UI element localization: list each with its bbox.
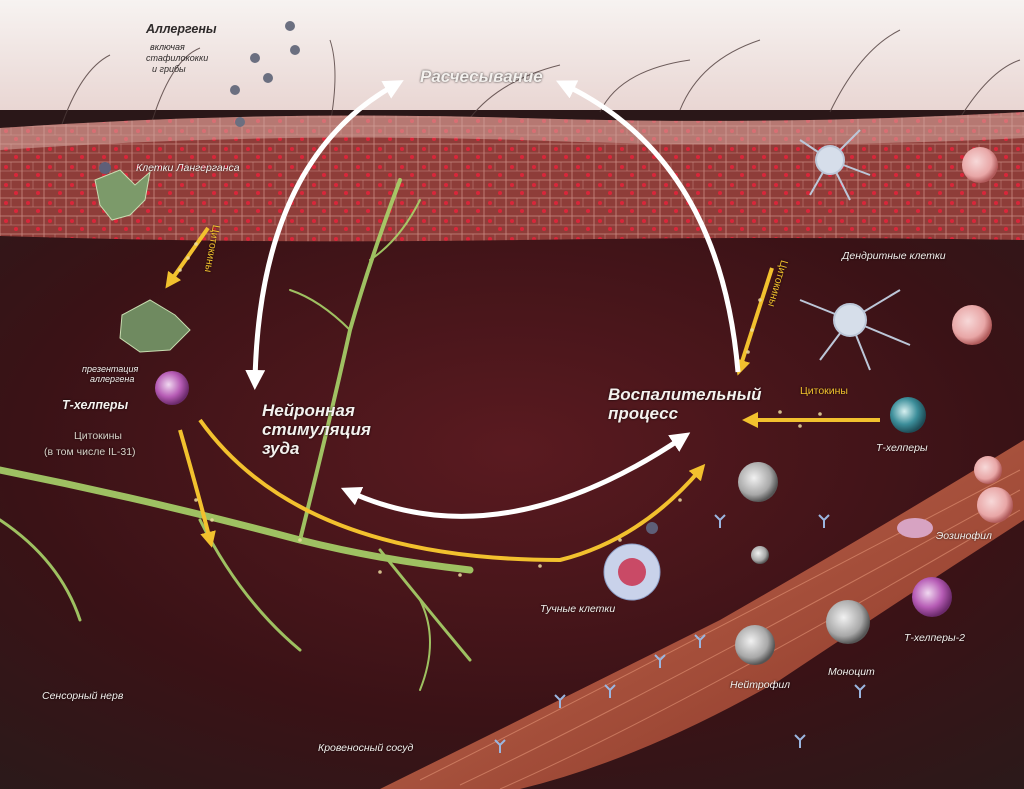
t-helpers-right-label: Т-хелперы <box>876 442 928 454</box>
cytokines-label-right: Цитокины <box>800 385 848 397</box>
presentation-label-2: аллергена <box>90 374 135 384</box>
antibody-markers <box>494 514 866 753</box>
eosinophil-label: Эозинофил <box>936 530 992 542</box>
allergens-sub-1: включая <box>150 42 185 52</box>
neutrophil-label: Нейтрофил <box>730 679 791 691</box>
t-helper-cell-right <box>890 397 926 433</box>
dendritic-cells-label: Дендритные клетки <box>842 250 946 262</box>
langerhans-label: Клетки Лангерганса <box>136 162 240 174</box>
mast-cell <box>603 522 661 601</box>
allergen-particles <box>230 21 300 127</box>
cytokines-left-label-1: Цитокины <box>74 430 122 442</box>
allergens-label: Аллергены <box>146 22 217 36</box>
inflammation-line-1: Воспалительный <box>608 385 762 404</box>
dendritic-cells <box>799 129 911 371</box>
neutrophils <box>735 462 778 665</box>
eosinophil-column <box>952 147 1013 523</box>
sensory-nerve-label: Сенсорный нерв <box>42 690 124 702</box>
blood-vessel <box>380 440 1024 789</box>
allergens-sub-2: стафилококки <box>146 53 209 63</box>
blood-vessel-label: Кровеносный сосуд <box>318 742 414 754</box>
neuronal-stimulation-line-1: Нейронная <box>262 401 355 420</box>
cytokines-left-label-2: (в том числе IL-31) <box>44 446 136 458</box>
antigen-presenting-cell <box>119 299 191 405</box>
surface-background <box>0 0 1024 110</box>
monocyte-label: Моноцит <box>828 666 875 678</box>
t-helpers-left-label: Т-хелперы <box>62 398 129 412</box>
presentation-label-1: презентация <box>82 364 139 374</box>
inflammation-line-2: процесс <box>608 404 679 423</box>
neuronal-stimulation-line-3: зуда <box>262 439 300 458</box>
langerhans-cell <box>94 162 151 221</box>
monocyte-cell <box>826 600 870 644</box>
itch-scratch-cycle <box>245 80 741 519</box>
eosinophil-cell <box>897 518 933 538</box>
t-helpers-2-label: Т-хелперы-2 <box>904 632 965 644</box>
neuronal-stimulation-line-2: стимуляция <box>262 420 371 439</box>
allergens-sub-3: и грибы <box>152 64 186 74</box>
mast-cells-label: Тучные клетки <box>540 603 616 615</box>
cytokine-flows <box>165 226 880 563</box>
t-helper-2-cell <box>912 577 952 617</box>
scratching-label: Расчесывание <box>420 67 543 86</box>
